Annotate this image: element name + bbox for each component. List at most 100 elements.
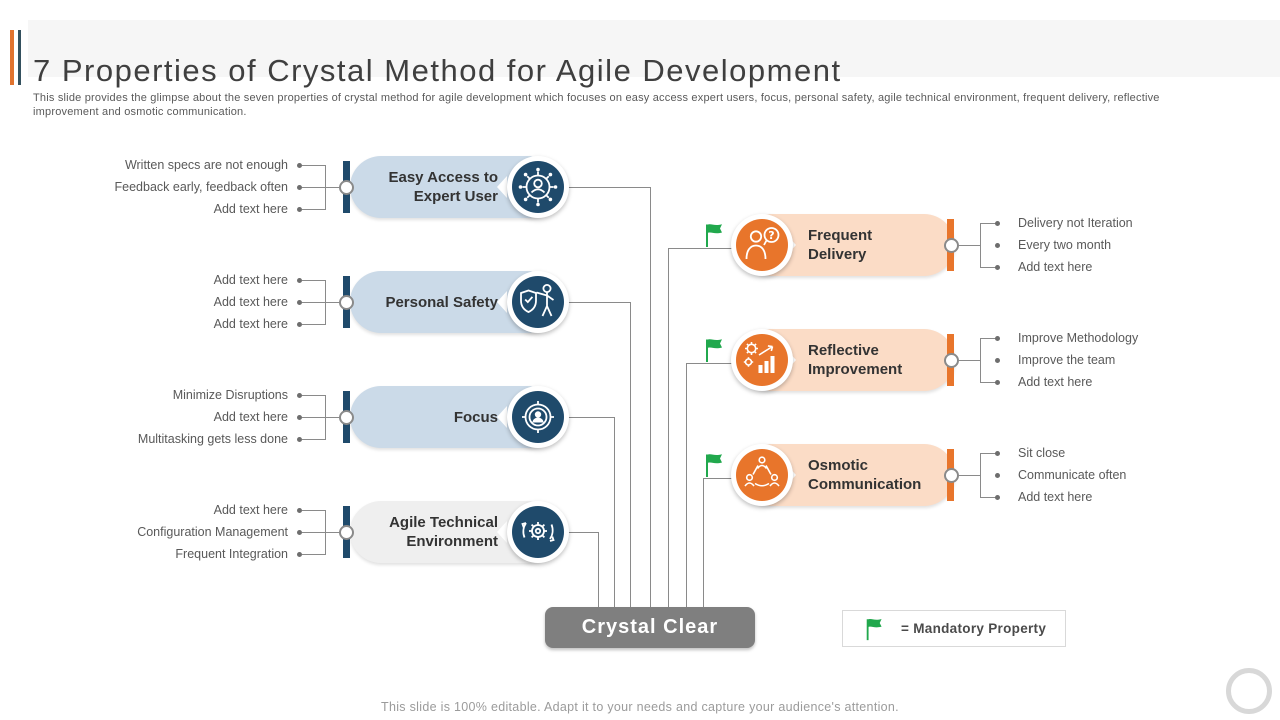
connector-line <box>686 363 687 607</box>
bullet-dot <box>297 436 302 442</box>
bullet-list: Delivery not Iteration Every two month A… <box>1018 212 1248 278</box>
connector-node <box>339 524 354 540</box>
team-network-icon <box>736 449 788 501</box>
connector-line <box>302 280 325 281</box>
expert-user-network-icon <box>512 161 564 213</box>
connector-node <box>339 179 354 195</box>
connector-line <box>614 417 615 607</box>
bullet-dot <box>995 494 1000 500</box>
property-label: Reflective Improvement <box>808 342 903 378</box>
shield-person-icon <box>512 276 564 328</box>
bullet-dot <box>297 299 302 305</box>
connector-line <box>980 267 997 268</box>
connector-line <box>325 280 326 325</box>
connector-line <box>302 209 325 210</box>
connector-line <box>703 478 740 479</box>
person-question-bubble-icon: ? <box>736 219 788 271</box>
connector-line <box>564 187 650 188</box>
bullet-text: Frequent Integration <box>175 547 288 561</box>
chevron-left-icon <box>497 406 507 428</box>
focus-target-person-icon <box>512 391 564 443</box>
connector-line <box>980 453 981 498</box>
property-label: Agile Technical Environment <box>389 514 498 550</box>
legend-label: = Mandatory Property <box>901 621 1047 636</box>
connector-line <box>325 510 326 555</box>
bullet-text: Minimize Disruptions <box>172 388 288 402</box>
connector-line <box>598 532 599 607</box>
connector-line <box>686 363 740 364</box>
bullet-text: Configuration Management <box>137 525 288 539</box>
property-label: Osmotic Communication <box>808 457 922 493</box>
connector-line <box>980 338 997 339</box>
bullet-dot <box>995 335 1000 341</box>
connector-line <box>959 245 980 246</box>
bullet-dot <box>297 277 302 283</box>
bullet-text: Delivery not Iteration <box>1018 216 1133 230</box>
bullet-text: Add text here <box>213 317 288 331</box>
svg-text:?: ? <box>768 229 774 242</box>
connector-node <box>339 294 354 310</box>
bullet-list: Improve Methodology Improve the team Add… <box>1018 327 1248 393</box>
bullet-text: Every two month <box>1018 238 1112 252</box>
connector-line <box>668 248 669 607</box>
connector-line <box>325 165 326 210</box>
bullet-dot <box>995 220 1000 226</box>
connector-line <box>302 395 325 396</box>
connector-line <box>302 302 342 303</box>
bullet-dot <box>297 162 302 168</box>
connector-line <box>980 453 997 454</box>
connector-line <box>668 248 740 249</box>
connector-line <box>302 165 325 166</box>
bullet-dot <box>995 379 1000 385</box>
connector-line <box>302 439 325 440</box>
property-label: Frequent Delivery <box>808 227 873 263</box>
property-label: Focus <box>453 408 498 426</box>
bullet-dot <box>297 551 302 557</box>
bullet-dot <box>297 206 302 212</box>
bullet-list: Add text here Configuration Management F… <box>60 499 288 565</box>
crystal-clear-box[interactable]: Crystal Clear <box>545 607 755 648</box>
legend-flag-icon <box>863 616 889 642</box>
bullet-text: Sit close <box>1018 446 1066 460</box>
bullet-text: Improve Methodology <box>1018 331 1139 345</box>
crystal-clear-label: Crystal Clear <box>581 616 719 638</box>
connector-line <box>325 395 326 440</box>
accent-bar-orange <box>10 30 14 85</box>
gears-growth-chart-icon <box>736 334 788 386</box>
accent-bar-navy <box>18 30 21 85</box>
connector-line <box>980 497 997 498</box>
bullet-text: Feedback early, feedback often <box>114 180 289 194</box>
footer-note: This slide is 100% editable. Adapt it to… <box>381 700 899 714</box>
bullet-text: Add text here <box>1018 490 1093 504</box>
bullet-text: Multitasking gets less done <box>137 432 288 446</box>
mandatory-flag-icon <box>702 221 730 254</box>
gear-cycle-icon <box>512 506 564 558</box>
connector-node <box>944 237 959 253</box>
bullet-dot <box>297 184 302 190</box>
bullet-dot <box>995 264 1000 270</box>
bullet-text: Add text here <box>1018 260 1093 274</box>
bullet-list: Written specs are not enough Feedback ea… <box>60 154 289 220</box>
bullet-text: Add text here <box>213 273 288 287</box>
page-title: 7 Properties of Crystal Method for Agile… <box>33 52 842 88</box>
bullet-text: Written specs are not enough <box>124 158 288 172</box>
connector-node <box>339 409 354 425</box>
connector-line <box>564 532 598 533</box>
bullet-text: Add text here <box>213 503 288 517</box>
connector-line <box>703 478 704 607</box>
connector-line <box>630 302 631 607</box>
connector-line <box>980 382 997 383</box>
bullet-dot <box>297 529 302 535</box>
chevron-left-icon <box>497 176 507 198</box>
watermark-ring-logo <box>1226 668 1272 714</box>
connector-node <box>944 467 959 483</box>
connector-line <box>980 338 981 383</box>
property-label: Easy Access to Expert User <box>388 169 498 205</box>
bullet-text: Improve the team <box>1018 353 1116 367</box>
bullet-dot <box>297 321 302 327</box>
bullet-dot <box>995 450 1000 456</box>
property-label: Personal Safety <box>385 293 498 311</box>
connector-line <box>302 187 342 188</box>
connector-line <box>980 223 997 224</box>
